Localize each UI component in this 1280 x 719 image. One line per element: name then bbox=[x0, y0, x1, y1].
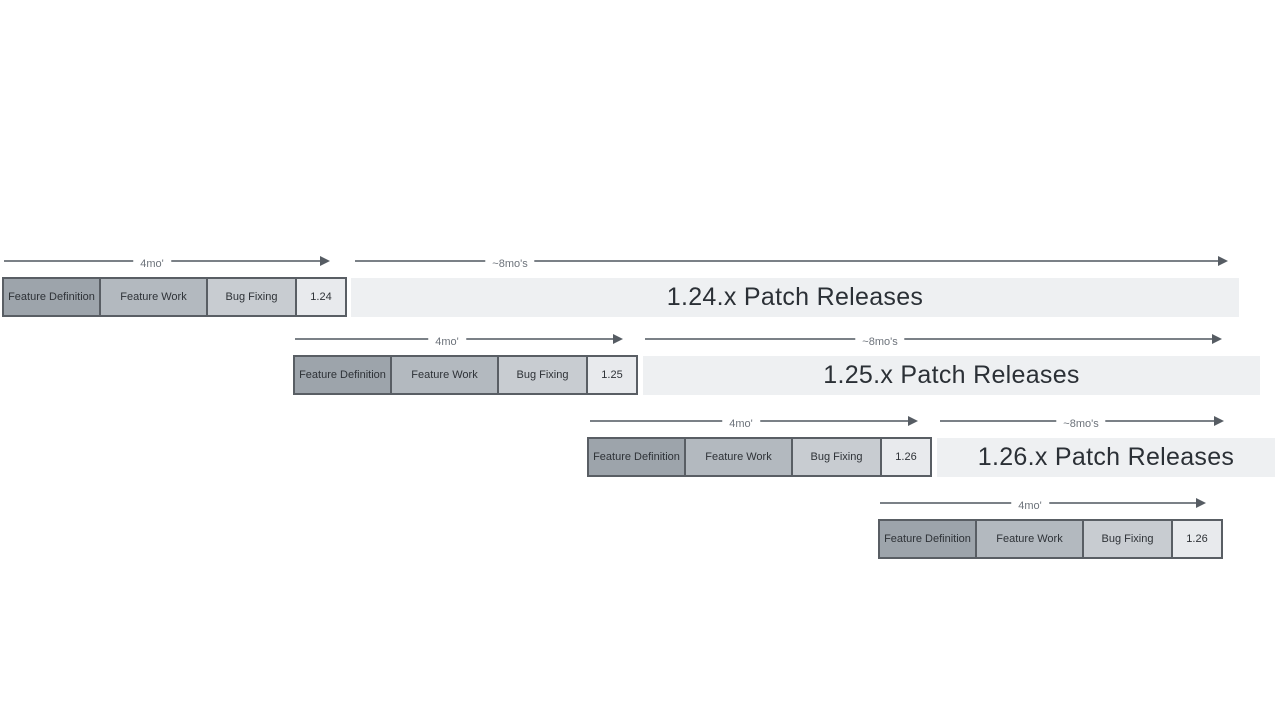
phase-label: Bug Fixing bbox=[1101, 532, 1154, 545]
patch-releases-bar: 1.25.x Patch Releases bbox=[643, 356, 1260, 395]
arrow-right-icon bbox=[1212, 334, 1222, 344]
version-label: 1.26 bbox=[1186, 532, 1208, 545]
arrow-line bbox=[355, 260, 1221, 262]
phase-label: Feature Definition bbox=[299, 368, 386, 381]
arrow-right-icon bbox=[1196, 498, 1206, 508]
version-label: 1.24 bbox=[310, 290, 332, 303]
patch-releases-label: 1.26.x Patch Releases bbox=[977, 443, 1235, 471]
arrow-line bbox=[645, 338, 1215, 340]
phase-box-feature-work: Feature Work bbox=[975, 519, 1084, 559]
phase-box-feature-work: Feature Work bbox=[99, 277, 208, 317]
version-box: 1.24 bbox=[295, 277, 347, 317]
phase-label: Feature Definition bbox=[8, 290, 95, 303]
patch-releases-bar: 1.24.x Patch Releases bbox=[351, 278, 1239, 317]
release-cycle-row: Feature Definition Feature Work Bug Fixi… bbox=[587, 437, 932, 477]
phase-label: Bug Fixing bbox=[810, 450, 863, 463]
release-cycle-row: Feature Definition Feature Work Bug Fixi… bbox=[293, 355, 638, 395]
phase-box-feature-work: Feature Work bbox=[390, 355, 499, 395]
patch-duration-label: ~8mo's bbox=[1056, 418, 1106, 430]
patch-cycle-arrow bbox=[355, 255, 1228, 267]
patch-duration-label: ~8mo's bbox=[855, 336, 905, 348]
phase-label: Feature Work bbox=[996, 532, 1063, 545]
dev-duration-label: 4mo' bbox=[1011, 500, 1049, 512]
phase-label: Feature Definition bbox=[884, 532, 971, 545]
dev-duration-label: 4mo' bbox=[722, 418, 760, 430]
phase-box-bug-fixing: Bug Fixing bbox=[791, 437, 882, 477]
phase-label: Feature Work bbox=[411, 368, 478, 381]
phase-box-feature-definition: Feature Definition bbox=[878, 519, 977, 559]
version-label: 1.25 bbox=[601, 368, 623, 381]
dev-duration-label: 4mo' bbox=[428, 336, 466, 348]
phase-box-feature-work: Feature Work bbox=[684, 437, 793, 477]
phase-box-bug-fixing: Bug Fixing bbox=[497, 355, 588, 395]
phase-box-feature-definition: Feature Definition bbox=[293, 355, 392, 395]
arrow-right-icon bbox=[320, 256, 330, 266]
patch-duration-label: ~8mo's bbox=[485, 258, 535, 270]
phase-box-feature-definition: Feature Definition bbox=[587, 437, 686, 477]
arrow-right-icon bbox=[1214, 416, 1224, 426]
version-box: 1.26 bbox=[880, 437, 932, 477]
phase-box-feature-definition: Feature Definition bbox=[2, 277, 101, 317]
patch-cycle-arrow bbox=[645, 333, 1222, 345]
version-label: 1.26 bbox=[895, 450, 917, 463]
release-cycle-row: Feature Definition Feature Work Bug Fixi… bbox=[2, 277, 347, 317]
version-box: 1.25 bbox=[586, 355, 638, 395]
version-box: 1.26 bbox=[1171, 519, 1223, 559]
phase-label: Bug Fixing bbox=[225, 290, 278, 303]
patch-releases-label: 1.25.x Patch Releases bbox=[823, 361, 1080, 389]
arrow-right-icon bbox=[1218, 256, 1228, 266]
patch-releases-label: 1.24.x Patch Releases bbox=[666, 283, 924, 311]
phase-label: Feature Work bbox=[120, 290, 187, 303]
phase-label: Bug Fixing bbox=[516, 368, 569, 381]
phase-box-bug-fixing: Bug Fixing bbox=[206, 277, 297, 317]
arrow-right-icon bbox=[908, 416, 918, 426]
phase-box-bug-fixing: Bug Fixing bbox=[1082, 519, 1173, 559]
dev-duration-label: 4mo' bbox=[133, 258, 171, 270]
phase-label: Feature Work bbox=[705, 450, 772, 463]
release-cycle-row: Feature Definition Feature Work Bug Fixi… bbox=[878, 519, 1223, 559]
patch-releases-bar: 1.26.x Patch Releases bbox=[937, 438, 1275, 477]
phase-label: Feature Definition bbox=[593, 450, 680, 463]
arrow-right-icon bbox=[613, 334, 623, 344]
